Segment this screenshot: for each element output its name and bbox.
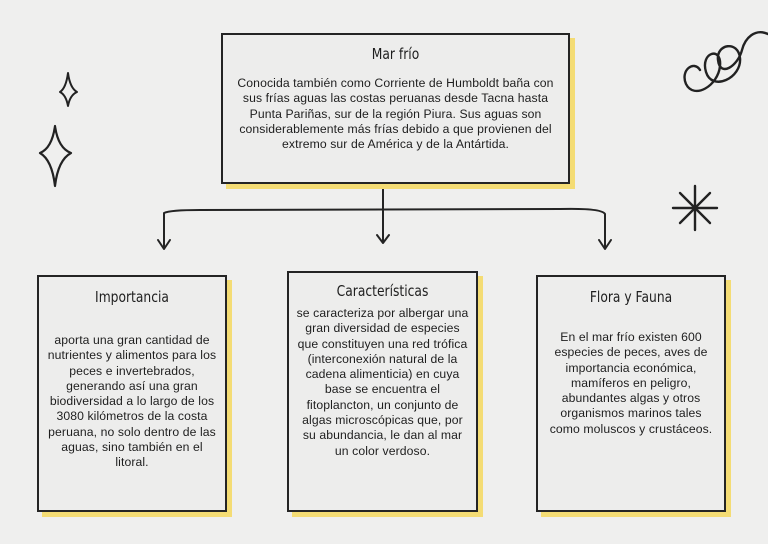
flora-fauna-title: Flora y Fauna [589, 288, 673, 306]
mar-frio-box: Mar frío Conocida también como Corriente… [221, 33, 570, 184]
importancia-box: Importancia aporta una gran cantidad de … [37, 275, 227, 512]
asterisk-icon [671, 184, 719, 232]
small-sparkle-icon [59, 72, 78, 107]
large-sparkle-icon [38, 124, 73, 188]
caracteristicas-box: Características se caracteriza por alber… [287, 271, 478, 512]
importancia-title: Importancia [95, 288, 169, 306]
flora-fauna-description: En el mar frío existen 600 especies de p… [549, 330, 713, 436]
squiggle-icon [683, 31, 768, 93]
mar-frio-description: Conocida también como Corriente de Humbo… [237, 76, 554, 152]
connector-lines [157, 185, 612, 250]
flora-fauna-box: Flora y Fauna En el mar frío existen 600… [536, 275, 726, 512]
caracteristicas-title: Características [336, 282, 429, 300]
caracteristicas-description: se caracteriza por albergar una gran div… [296, 306, 469, 458]
importancia-description: aporta una gran cantidad de nutrientes y… [47, 333, 217, 470]
mar-frio-title: Mar frío [371, 45, 420, 63]
